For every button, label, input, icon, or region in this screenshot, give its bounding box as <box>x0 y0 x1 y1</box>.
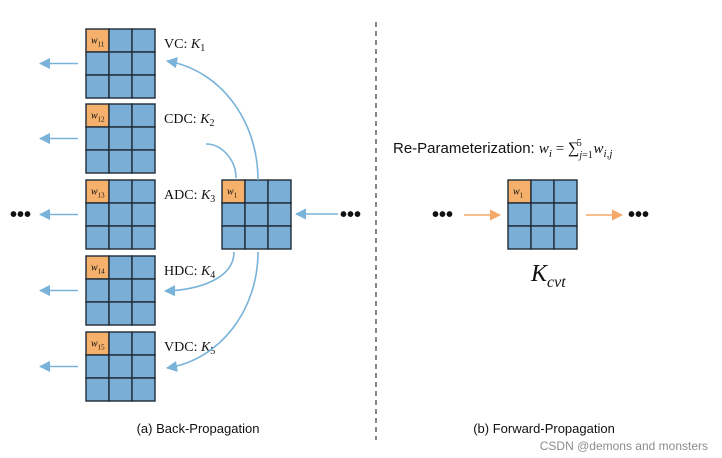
grid-cell <box>108 28 133 53</box>
caption-back-propagation: (a) Back-Propagation <box>137 421 260 436</box>
kernel-label-1: VC: K1 <box>164 37 205 54</box>
output-arrows <box>38 57 78 373</box>
right-ellipsis: ••• <box>340 204 361 226</box>
forward-kernel-grid: w1 <box>507 179 578 250</box>
grid-cell <box>131 179 156 204</box>
kernel-cvt-label: Kcvt <box>530 261 566 291</box>
kernel-label-3: ADC: K3 <box>164 188 215 205</box>
grid-cell <box>221 202 246 227</box>
kernel-grid-3: w13 <box>85 179 156 250</box>
grid-cell <box>131 149 156 174</box>
curve-arrow-k4 <box>163 251 235 297</box>
grid-cell <box>108 74 133 99</box>
kernel-grid-1: w11 <box>85 28 156 99</box>
grid-cell <box>267 202 292 227</box>
watermark: CSDN @demons and monsters <box>540 439 708 453</box>
source-kernel: w1 <box>221 179 292 250</box>
grid-cell <box>553 179 578 204</box>
grid-cell <box>85 149 110 174</box>
grid-cell <box>108 301 133 326</box>
curve-arrow-k5 <box>165 251 259 373</box>
grid-cell <box>553 202 578 227</box>
grid-cell <box>131 331 156 356</box>
grid-cell <box>85 74 110 99</box>
gradient-curve-arrows <box>163 57 259 373</box>
grid-cell <box>244 202 269 227</box>
grid-cell <box>85 377 110 402</box>
grid-cell <box>108 377 133 402</box>
grid-cell <box>85 202 110 227</box>
forward-left-ellipsis: ••• <box>432 204 453 226</box>
grid-cell <box>267 225 292 250</box>
source-kernel-grid: w1 <box>221 179 292 250</box>
caption-forward-propagation: (b) Forward-Propagation <box>473 421 615 436</box>
kernel-grid-2: w12 <box>85 103 156 174</box>
left-ellipsis: ••• <box>10 204 31 226</box>
grid-cell <box>108 179 133 204</box>
grid-cell <box>244 225 269 250</box>
kernel-labels: VC: K1 CDC: K2 ADC: K3 HDC: K4 VDC: K5 <box>164 37 215 357</box>
kernel-grid-5: w15 <box>85 331 156 402</box>
grid-cell <box>108 51 133 76</box>
grid-cell <box>131 51 156 76</box>
grid-cell <box>85 225 110 250</box>
grid-cell <box>108 103 133 128</box>
grid-cell <box>108 202 133 227</box>
kernel-cvt-sub: cvt <box>547 274 566 291</box>
grid-cell <box>85 51 110 76</box>
grid-cell <box>131 354 156 379</box>
grid-cell <box>108 225 133 250</box>
grid-cell <box>131 255 156 280</box>
grid-cell <box>108 126 133 151</box>
grid-cell <box>131 103 156 128</box>
formula-prefix: Re-Parameterization: <box>393 140 539 157</box>
grid-cell <box>108 149 133 174</box>
grid-cell <box>244 179 269 204</box>
kernel-label-5: VDC: K5 <box>164 340 215 357</box>
grid-cell <box>553 225 578 250</box>
grid-cell <box>221 225 246 250</box>
grid-cell <box>85 301 110 326</box>
curve-arrow-k2 <box>205 143 237 179</box>
grid-cell <box>85 278 110 303</box>
grid-cell <box>131 225 156 250</box>
grid-cell <box>108 255 133 280</box>
grid-cell <box>507 225 532 250</box>
kernel-grid-4: w14 <box>85 255 156 326</box>
grid-cell <box>108 354 133 379</box>
forward-right-ellipsis: ••• <box>628 204 649 226</box>
weight-label: w1 <box>513 186 524 199</box>
forward-kernel: w1 <box>507 179 578 250</box>
grid-cell <box>85 354 110 379</box>
grid-cell <box>131 202 156 227</box>
grid-cell <box>131 301 156 326</box>
curve-arrow-k1 <box>165 57 259 181</box>
grid-cell <box>85 126 110 151</box>
kernel-label-4: HDC: K4 <box>164 264 215 281</box>
grid-cell <box>131 278 156 303</box>
grid-cell <box>131 126 156 151</box>
grid-cell <box>131 377 156 402</box>
weight-label: w1 <box>227 186 238 199</box>
reparam-formula: Re-Parameterization: wi = ∑j=15 wi,j <box>393 138 612 161</box>
grid-cell <box>530 202 555 227</box>
grid-cell <box>530 225 555 250</box>
grid-cell <box>507 202 532 227</box>
grid-cell <box>530 179 555 204</box>
grid-cell <box>131 74 156 99</box>
kernel-label-2: CDC: K2 <box>164 112 215 129</box>
grid-cell <box>131 28 156 53</box>
grid-cell <box>108 278 133 303</box>
grid-cell <box>108 331 133 356</box>
grid-cell <box>267 179 292 204</box>
